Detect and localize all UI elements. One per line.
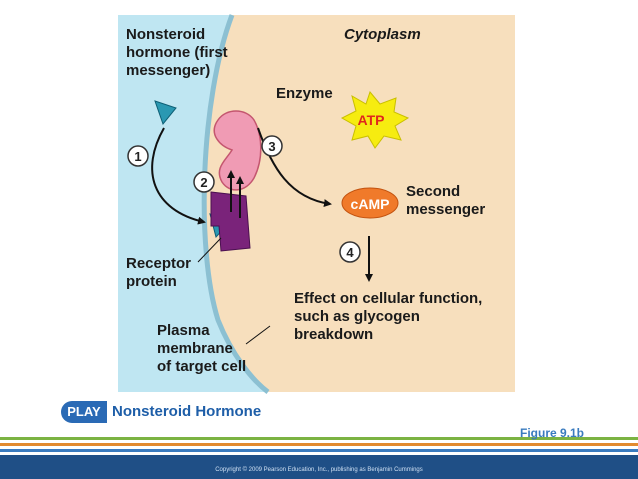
receptor-leader-line <box>197 237 222 263</box>
step-3-number: 3 <box>268 139 275 154</box>
play-animation-title[interactable]: Nonsteroid Hormone <box>112 403 262 420</box>
copyright-text: Copyright © 2009 Pearson Education, Inc.… <box>215 467 423 473</box>
hormone-label-line-2: hormone (first <box>126 44 228 61</box>
camp-label: cAMP <box>350 196 390 212</box>
membrane-leader-line <box>245 325 271 345</box>
hormone-molecule-icon <box>154 100 177 126</box>
atp-label: ATP <box>357 112 385 128</box>
effect-label-line-2: such as glycogen <box>294 308 420 325</box>
enzyme-label: Enzyme <box>276 85 333 102</box>
second-messenger-line-1: Second <box>406 183 461 200</box>
step-2-number: 2 <box>200 175 207 190</box>
play-button[interactable]: PLAY <box>61 401 107 423</box>
effect-label-line-1: Effect on cellular function, <box>294 290 483 307</box>
step-4-number: 4 <box>346 245 354 260</box>
footer-bar <box>0 455 638 479</box>
effect-label: Effect on cellular function, such as gly… <box>294 290 482 344</box>
step-1-number: 1 <box>134 149 141 164</box>
camp-ellipse <box>341 187 399 219</box>
plasma-membrane <box>201 14 270 394</box>
hormone-label: Nonsteroid hormone (first messenger) <box>126 26 228 80</box>
figure-label: Figure 9.1b <box>520 426 585 440</box>
enzyme <box>213 110 262 191</box>
footer-stripe-blue <box>0 449 638 452</box>
membrane-label-line-3: of target cell <box>157 358 247 375</box>
receptor-label-line-1: Receptor <box>126 255 192 272</box>
step-2-circle <box>193 171 215 193</box>
footer-stripe-green <box>0 437 638 440</box>
footer-stripe-orange <box>0 443 638 446</box>
arrow-step-3 <box>257 127 332 208</box>
step-1-circle <box>127 145 149 167</box>
arrow-step-1 <box>151 127 206 225</box>
receptor-label-line-2: protein <box>126 273 177 290</box>
membrane-label-line-1: Plasma <box>157 322 210 339</box>
step-4-circle <box>339 241 361 263</box>
cytoplasm-label: Cytoplasm <box>344 26 421 43</box>
membrane-label: Plasma membrane of target cell <box>157 322 246 376</box>
step-3-circle <box>261 135 283 157</box>
hormone-label-line-1: Nonsteroid <box>126 26 206 43</box>
second-messenger-line-2: messenger <box>406 201 486 218</box>
receptor-label: Receptor protein <box>126 255 191 291</box>
effect-label-line-3: breakdown <box>294 326 374 343</box>
membrane-label-line-2: membrane <box>157 340 233 357</box>
hormone-label-line-3: messenger) <box>126 62 211 79</box>
atp-burst-icon <box>340 90 410 149</box>
second-messenger-label: Second messenger <box>406 183 485 219</box>
